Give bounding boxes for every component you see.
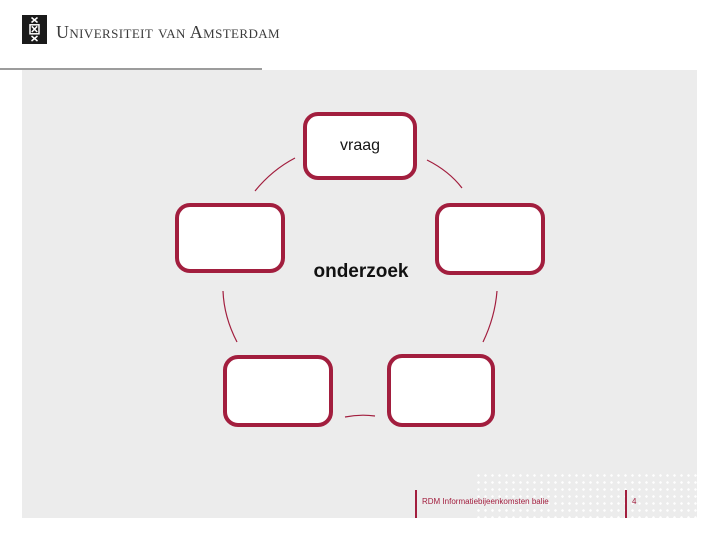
connector-lower-left-to-lower-right: [344, 414, 376, 418]
diagram-center-label: onderzoek: [313, 261, 409, 282]
diagram-node-vraag: vraag: [303, 112, 417, 180]
diagram-node-upper-left: [175, 203, 285, 273]
header-divider: [0, 68, 262, 70]
uva-crest-icon: [22, 15, 47, 49]
connector-upper-left-to-lower-left: [222, 290, 238, 343]
logo-wordmark: Universiteit van Amsterdam: [56, 21, 280, 42]
page-number: 4: [632, 497, 637, 506]
diagram-node-label: vraag: [339, 137, 381, 154]
connector-top-to-upper-left: [254, 157, 296, 192]
connector-top-to-upper-right: [426, 159, 463, 189]
uva-logo: Universiteit van Amsterdam: [22, 15, 280, 49]
diagram-node-lower-right: [387, 354, 495, 427]
footer-title: RDM Informatiebijeenkomsten balie: [422, 497, 549, 506]
footer-divider-right: [625, 490, 627, 518]
slide-canvas: vraag onderzoek RDM Informatiebijeenkoms…: [22, 70, 697, 518]
dot-pattern-decoration: [473, 470, 697, 518]
diagram-node-upper-right: [435, 203, 545, 275]
footer-divider-left: [415, 490, 417, 518]
diagram-node-lower-left: [223, 355, 333, 427]
connector-upper-right-to-lower-right: [482, 290, 498, 343]
